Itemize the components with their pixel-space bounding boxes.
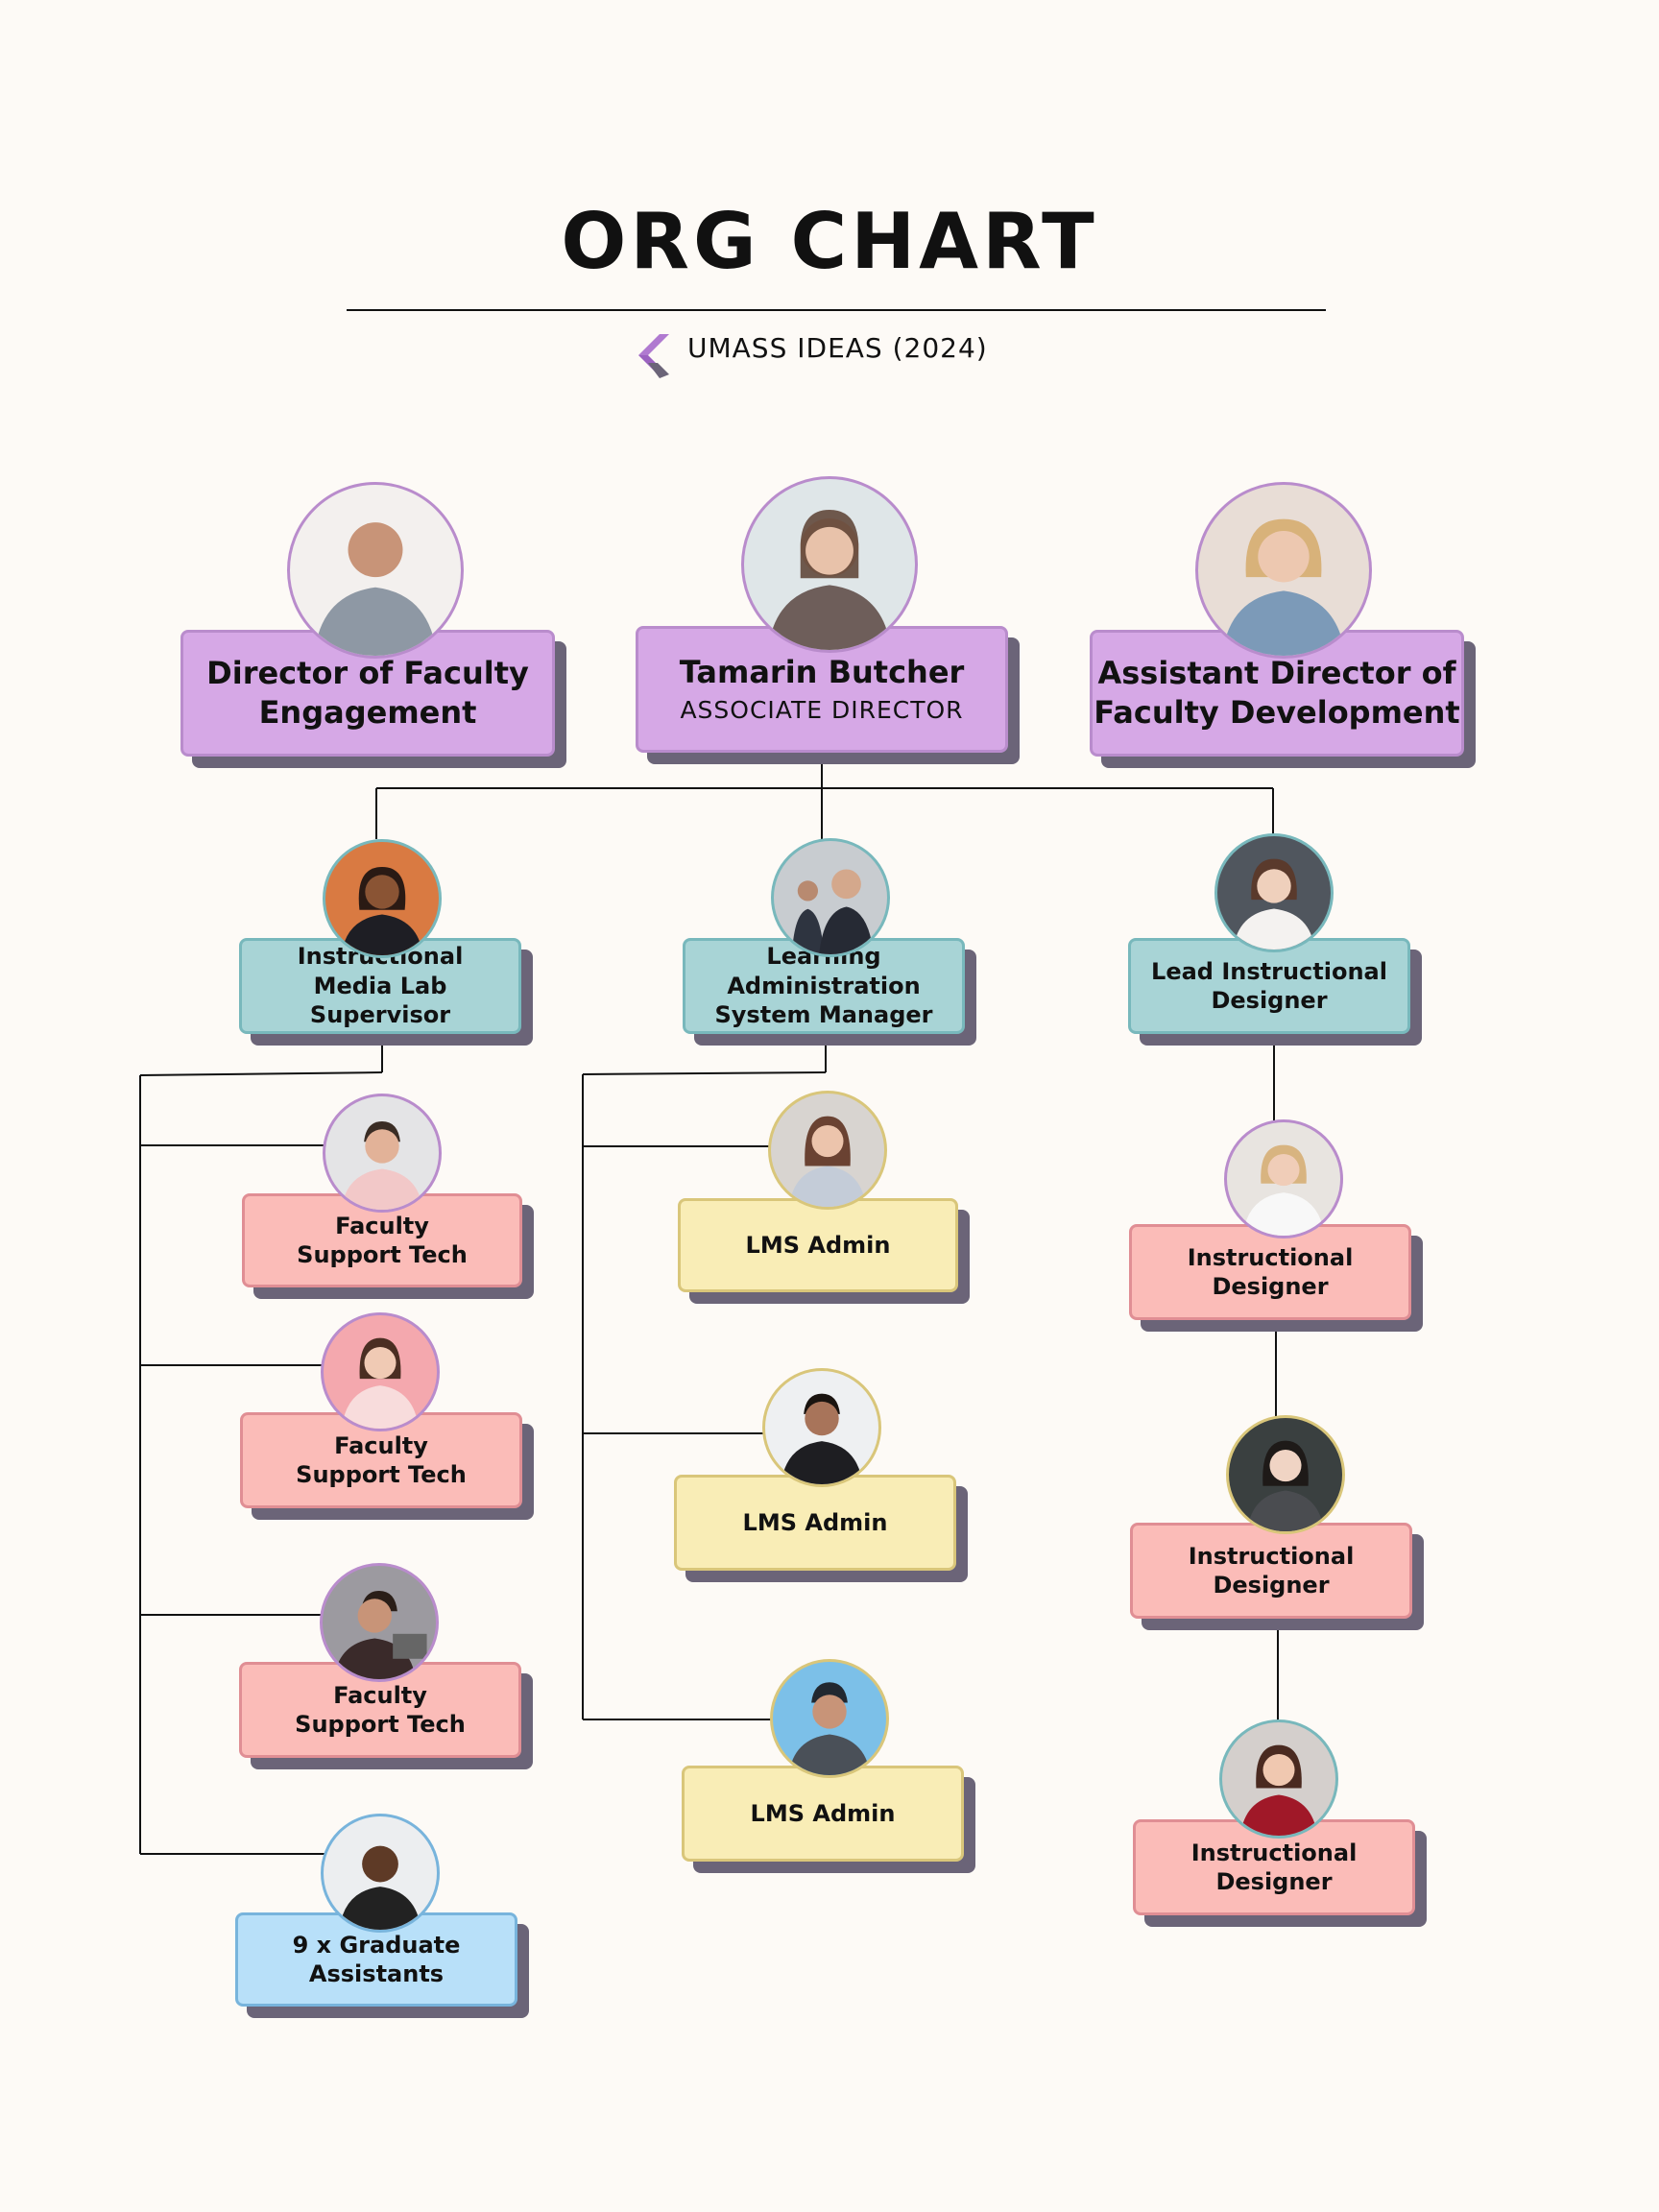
person-photo-icon bbox=[788, 1116, 867, 1207]
node-title: Faculty Support Tech bbox=[295, 1681, 466, 1738]
node-lms-admin-1[interactable]: LMS Admin bbox=[678, 1198, 970, 1304]
person-photo-icon bbox=[341, 1337, 420, 1429]
person-photo-icon bbox=[1246, 1440, 1325, 1531]
person-photo-icon bbox=[767, 510, 892, 650]
avatar-faculty-support-tech-2 bbox=[321, 1312, 440, 1431]
node-title: LMS Admin bbox=[745, 1231, 891, 1259]
person-photo-icon bbox=[1221, 518, 1346, 656]
page-subtitle: UMASS IDEAS (2024) bbox=[687, 332, 988, 364]
person-photo-icon bbox=[791, 869, 874, 954]
node-role: ASSOCIATE DIRECTOR bbox=[680, 696, 964, 725]
node-title: Lead Instructional Designer bbox=[1151, 957, 1387, 1014]
avatar-instructional-designer-3 bbox=[1219, 1719, 1338, 1839]
avatar-instructional-designer-2 bbox=[1226, 1415, 1345, 1534]
person-photo-icon bbox=[339, 1845, 421, 1930]
person-photo-icon bbox=[341, 1120, 423, 1210]
person-photo-icon bbox=[788, 1682, 871, 1775]
avatar-lead-instructional-designer bbox=[1214, 833, 1334, 952]
node-media-lab-supervisor[interactable]: Instructional Media Lab Supervisor bbox=[239, 938, 533, 1046]
node-title: 9 x Graduate Assistants bbox=[292, 1931, 461, 1987]
node-title: Instructional Designer bbox=[1187, 1243, 1354, 1300]
page-title: ORG CHART bbox=[561, 197, 1098, 286]
node-title: Faculty Support Tech bbox=[297, 1212, 468, 1268]
node-assistant-director[interactable]: Assistant Director of Faculty Developmen… bbox=[1090, 630, 1476, 768]
person-photo-icon bbox=[1239, 1744, 1318, 1836]
node-title: Faculty Support Tech bbox=[296, 1431, 467, 1488]
brand-logo-icon bbox=[638, 334, 669, 378]
node-lms-admin-2[interactable]: LMS Admin bbox=[674, 1475, 968, 1582]
node-lms-manager[interactable]: Learning Administration System Manager bbox=[683, 938, 976, 1046]
avatar-lms-admin-2 bbox=[762, 1368, 881, 1487]
node-title: Director of Faculty Engagement bbox=[206, 655, 529, 731]
title-divider bbox=[347, 309, 1326, 311]
avatar-faculty-support-tech-3 bbox=[320, 1563, 439, 1682]
person-photo-icon bbox=[1242, 1144, 1325, 1236]
node-instructional-designer-2[interactable]: Instructional Designer bbox=[1130, 1523, 1424, 1630]
avatar-faculty-support-tech-1 bbox=[323, 1094, 442, 1213]
person-photo-icon bbox=[333, 1590, 427, 1679]
person-photo-icon bbox=[781, 1393, 863, 1484]
avatar-graduate-assistants bbox=[321, 1814, 440, 1933]
avatar-director-faculty-engagement bbox=[287, 482, 464, 659]
node-title: Assistant Director of Faculty Developmen… bbox=[1094, 655, 1460, 731]
avatar-associate-director bbox=[741, 476, 918, 653]
node-faculty-support-tech-1[interactable]: Faculty Support Tech bbox=[242, 1193, 534, 1299]
node-title: Instructional Designer bbox=[1188, 1542, 1355, 1599]
avatar-lms-admin-3 bbox=[770, 1659, 889, 1778]
node-title: LMS Admin bbox=[750, 1799, 896, 1827]
person-photo-icon bbox=[1233, 858, 1315, 950]
person-photo-icon bbox=[341, 866, 423, 955]
avatar-lms-admin-1 bbox=[768, 1091, 887, 1210]
node-title: Instructional Media Lab Supervisor bbox=[298, 943, 464, 1029]
avatar-instructional-designer-1 bbox=[1224, 1119, 1343, 1238]
node-title: LMS Admin bbox=[742, 1508, 888, 1536]
avatar-assistant-director bbox=[1195, 482, 1372, 659]
avatar-lms-manager bbox=[771, 838, 890, 957]
node-name: Tamarin Butcher bbox=[679, 653, 965, 690]
avatar-media-lab-supervisor bbox=[323, 839, 442, 958]
node-instructional-designer-1[interactable]: Instructional Designer bbox=[1129, 1224, 1423, 1332]
node-lead-instructional-designer[interactable]: Lead Instructional Designer bbox=[1128, 938, 1422, 1046]
node-lms-admin-3[interactable]: LMS Admin bbox=[682, 1766, 975, 1873]
node-title: Instructional Designer bbox=[1190, 1839, 1358, 1895]
person-photo-icon bbox=[313, 522, 438, 656]
node-faculty-support-tech-3[interactable]: Faculty Support Tech bbox=[239, 1662, 533, 1769]
